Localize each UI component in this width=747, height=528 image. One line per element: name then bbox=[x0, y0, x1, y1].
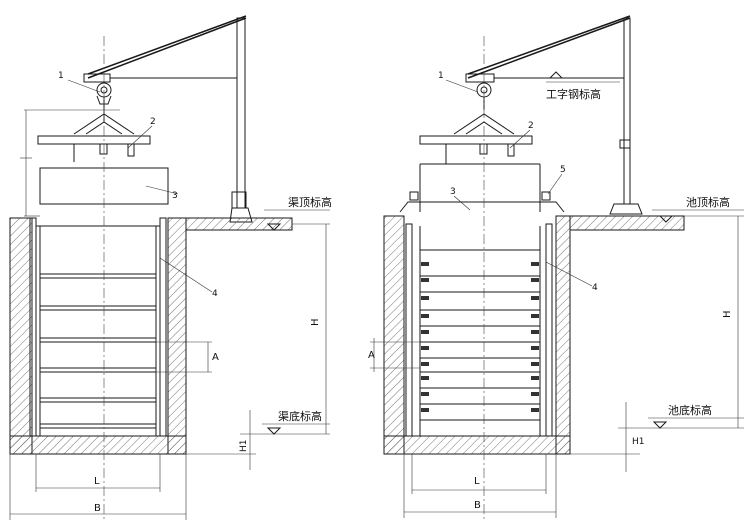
right-elev-bottom-label: 池底标高 bbox=[668, 403, 712, 417]
left-elev-bottom-label: 渠底标高 bbox=[278, 409, 322, 423]
right-dim-h bbox=[618, 215, 744, 429]
right-dim-h1-label: H1 bbox=[632, 437, 645, 447]
left-dim-l-b bbox=[9, 454, 187, 520]
right-part-1-label: 1 bbox=[438, 71, 444, 81]
right-rack-frame bbox=[399, 163, 565, 213]
left-part-4-label: 4 bbox=[212, 289, 218, 299]
right-dim-h-label: H bbox=[722, 310, 733, 318]
right-view: 1 2 3 4 5 A H H1 L B 工字钢标高 池顶标高 池底标高 bbox=[368, 15, 744, 520]
left-dim-h1 bbox=[186, 410, 256, 470]
left-part-1-label: 1 bbox=[58, 71, 64, 81]
right-rack-bars bbox=[419, 226, 541, 436]
left-dim-h1-label: H1 bbox=[239, 440, 249, 453]
right-dim-a-label: A bbox=[368, 350, 375, 361]
right-part-2-label: 2 bbox=[528, 121, 534, 131]
left-elev-top-label: 渠顶标高 bbox=[288, 195, 332, 209]
right-dim-b-label: B bbox=[474, 500, 481, 511]
left-dim-h bbox=[240, 223, 330, 435]
right-elev-beam-label: 工字钢标高 bbox=[546, 87, 601, 101]
right-part-3-label: 3 bbox=[450, 187, 456, 197]
right-leaders bbox=[445, 79, 593, 287]
left-view: 1 2 3 4 A H H1 L B 渠顶标高 渠底标高 bbox=[9, 15, 332, 520]
right-crane bbox=[465, 15, 643, 215]
right-dim-h1 bbox=[570, 402, 640, 472]
left-dim-l-label: L bbox=[94, 476, 100, 487]
right-elev-top-label: 池顶标高 bbox=[686, 195, 730, 209]
left-elevation-marks bbox=[262, 209, 330, 435]
right-part-5-label: 5 bbox=[560, 165, 566, 175]
left-lift-dimension bbox=[20, 109, 120, 217]
left-dim-a bbox=[156, 341, 212, 373]
left-part-2-label: 2 bbox=[150, 117, 156, 127]
left-dim-a-label: A bbox=[212, 352, 219, 363]
left-dim-h-label: H bbox=[310, 318, 321, 326]
left-rack-bars bbox=[39, 226, 157, 436]
right-elevation-marks bbox=[546, 71, 744, 429]
left-part-3-label: 3 bbox=[172, 191, 178, 201]
right-dim-l-b bbox=[403, 454, 557, 518]
right-lifting-beam bbox=[419, 113, 533, 164]
left-leaders bbox=[67, 79, 213, 293]
right-part-4-label: 4 bbox=[592, 283, 598, 293]
right-dim-a bbox=[370, 338, 420, 372]
right-pit-structure bbox=[383, 215, 685, 455]
left-lifting-beam bbox=[37, 110, 151, 162]
left-dim-b-label: B bbox=[94, 503, 101, 514]
right-dim-l-label: L bbox=[474, 476, 480, 487]
left-channel-structure bbox=[9, 217, 293, 455]
